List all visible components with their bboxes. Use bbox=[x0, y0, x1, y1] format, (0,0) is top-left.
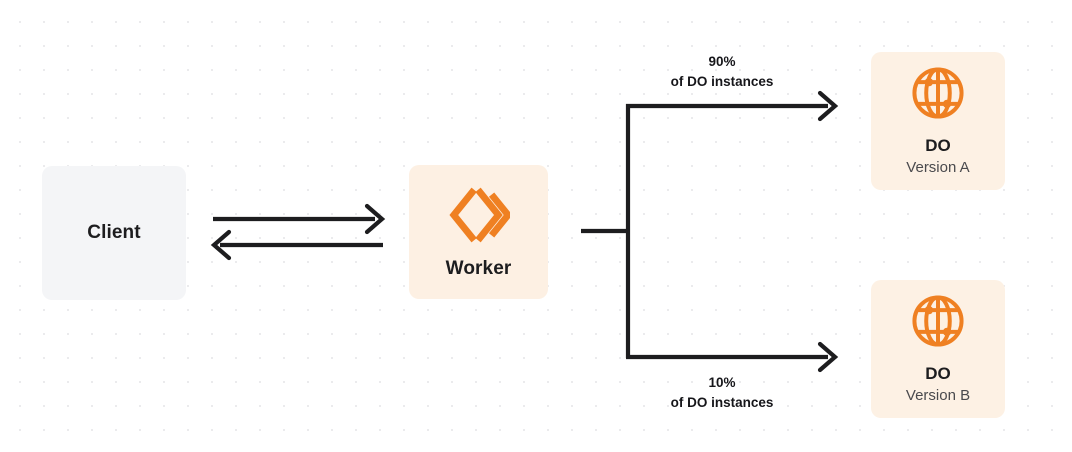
globe-icon bbox=[912, 295, 964, 347]
edge-branch-to-do-b bbox=[626, 341, 839, 373]
globe-icon bbox=[912, 67, 964, 119]
edge-label-bottom: 10% of DO instances bbox=[627, 373, 817, 412]
edge-client-to-worker bbox=[213, 203, 386, 235]
edge-label-bottom-caption: of DO instances bbox=[670, 394, 774, 410]
node-do-version-a: DO Version A bbox=[871, 52, 1005, 190]
edge-label-top: 90% of DO instances bbox=[627, 52, 817, 91]
node-client: Client bbox=[42, 166, 186, 300]
edge-worker-branch-trunk bbox=[581, 104, 631, 358]
node-do-b-version: Version B bbox=[905, 387, 971, 405]
node-do-b-label: DO bbox=[925, 364, 951, 384]
node-do-a-version: Version A bbox=[906, 159, 970, 177]
edge-branch-to-do-a bbox=[626, 90, 839, 122]
cloudflare-workers-icon bbox=[448, 187, 510, 242]
node-worker-label: Worker bbox=[445, 257, 512, 279]
edge-label-bottom-percent: 10% bbox=[708, 375, 736, 390]
node-do-a-label: DO bbox=[925, 136, 951, 156]
node-worker: Worker bbox=[409, 165, 548, 299]
node-do-version-b: DO Version B bbox=[871, 280, 1005, 418]
node-client-label: Client bbox=[87, 221, 141, 243]
edge-worker-to-client bbox=[210, 229, 383, 261]
edge-label-top-percent: 90% bbox=[708, 54, 736, 69]
edge-label-top-caption: of DO instances bbox=[670, 73, 774, 89]
